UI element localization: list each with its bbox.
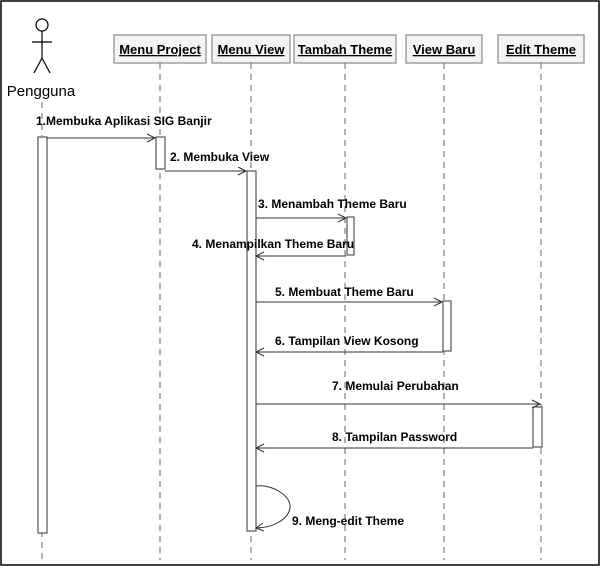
message-2: 2. Membuka View — [165, 150, 270, 176]
activation-actor — [37, 136, 48, 534]
object-tambah-theme: Tambah Theme — [293, 34, 397, 64]
message-9: 9. Meng-edit Theme — [254, 485, 404, 532]
message-3: 3. Menambah Theme Baru — [256, 197, 407, 223]
message-7: 7. Memulai Perubahan — [256, 379, 542, 409]
message-1: 1.Membuka Aplikasi SIG Banjir — [36, 114, 212, 143]
message-6: 6. Tampilan View Kosong — [254, 334, 443, 357]
activation-menu-project — [155, 136, 166, 170]
message-8: 8. Tampilan Password — [254, 430, 533, 453]
message-label: 6. Tampilan View Kosong — [275, 334, 419, 348]
actor-label: Pengguna — [7, 83, 76, 100]
message-label: 9. Meng-edit Theme — [292, 514, 404, 528]
self-call-arrow — [255, 485, 291, 529]
arrowhead-icon — [254, 443, 265, 453]
arrowhead-icon — [531, 399, 542, 409]
arrowhead-icon — [146, 133, 157, 143]
stick-figure-icon — [32, 18, 52, 74]
activation-tambah-theme — [346, 216, 355, 256]
message-label: 7. Memulai Perubahan — [332, 379, 459, 393]
object-label: View Baru — [413, 42, 476, 57]
message-label: 5. Membuat Theme Baru — [275, 285, 414, 299]
message-5: 5. Membuat Theme Baru — [256, 285, 444, 307]
message-label: 3. Menambah Theme Baru — [258, 197, 407, 211]
object-box — [405, 34, 483, 64]
object-menu-view: Menu View — [211, 34, 291, 64]
arrowhead-icon — [254, 522, 265, 532]
object-menu-project: Menu Project — [113, 34, 207, 64]
object-label: Tambah Theme — [298, 42, 392, 57]
object-label: Edit Theme — [506, 42, 576, 57]
activation-edit-theme — [532, 406, 543, 448]
activation-menu-view — [246, 170, 257, 532]
arrowhead-icon — [237, 166, 248, 176]
arrowhead-icon — [433, 297, 444, 307]
object-label: Menu View — [218, 42, 286, 57]
arrowhead-icon — [254, 347, 265, 357]
message-label: 2. Membuka View — [170, 150, 270, 164]
message-4: 4. Menampilkan Theme Baru — [192, 237, 354, 261]
object-edit-theme: Edit Theme — [497, 34, 585, 64]
message-label: 4. Menampilkan Theme Baru — [192, 237, 354, 251]
message-label: 8. Tampilan Password — [332, 430, 457, 444]
object-view-baru: View Baru — [405, 34, 483, 64]
activation-view-baru — [442, 300, 452, 352]
arrowhead-icon — [337, 213, 348, 223]
arrowhead-icon — [254, 251, 265, 261]
actor-pengguna: Pengguna — [7, 18, 76, 100]
message-label: 1.Membuka Aplikasi SIG Banjir — [36, 114, 212, 128]
object-box — [211, 34, 291, 64]
object-label: Menu Project — [119, 42, 201, 57]
